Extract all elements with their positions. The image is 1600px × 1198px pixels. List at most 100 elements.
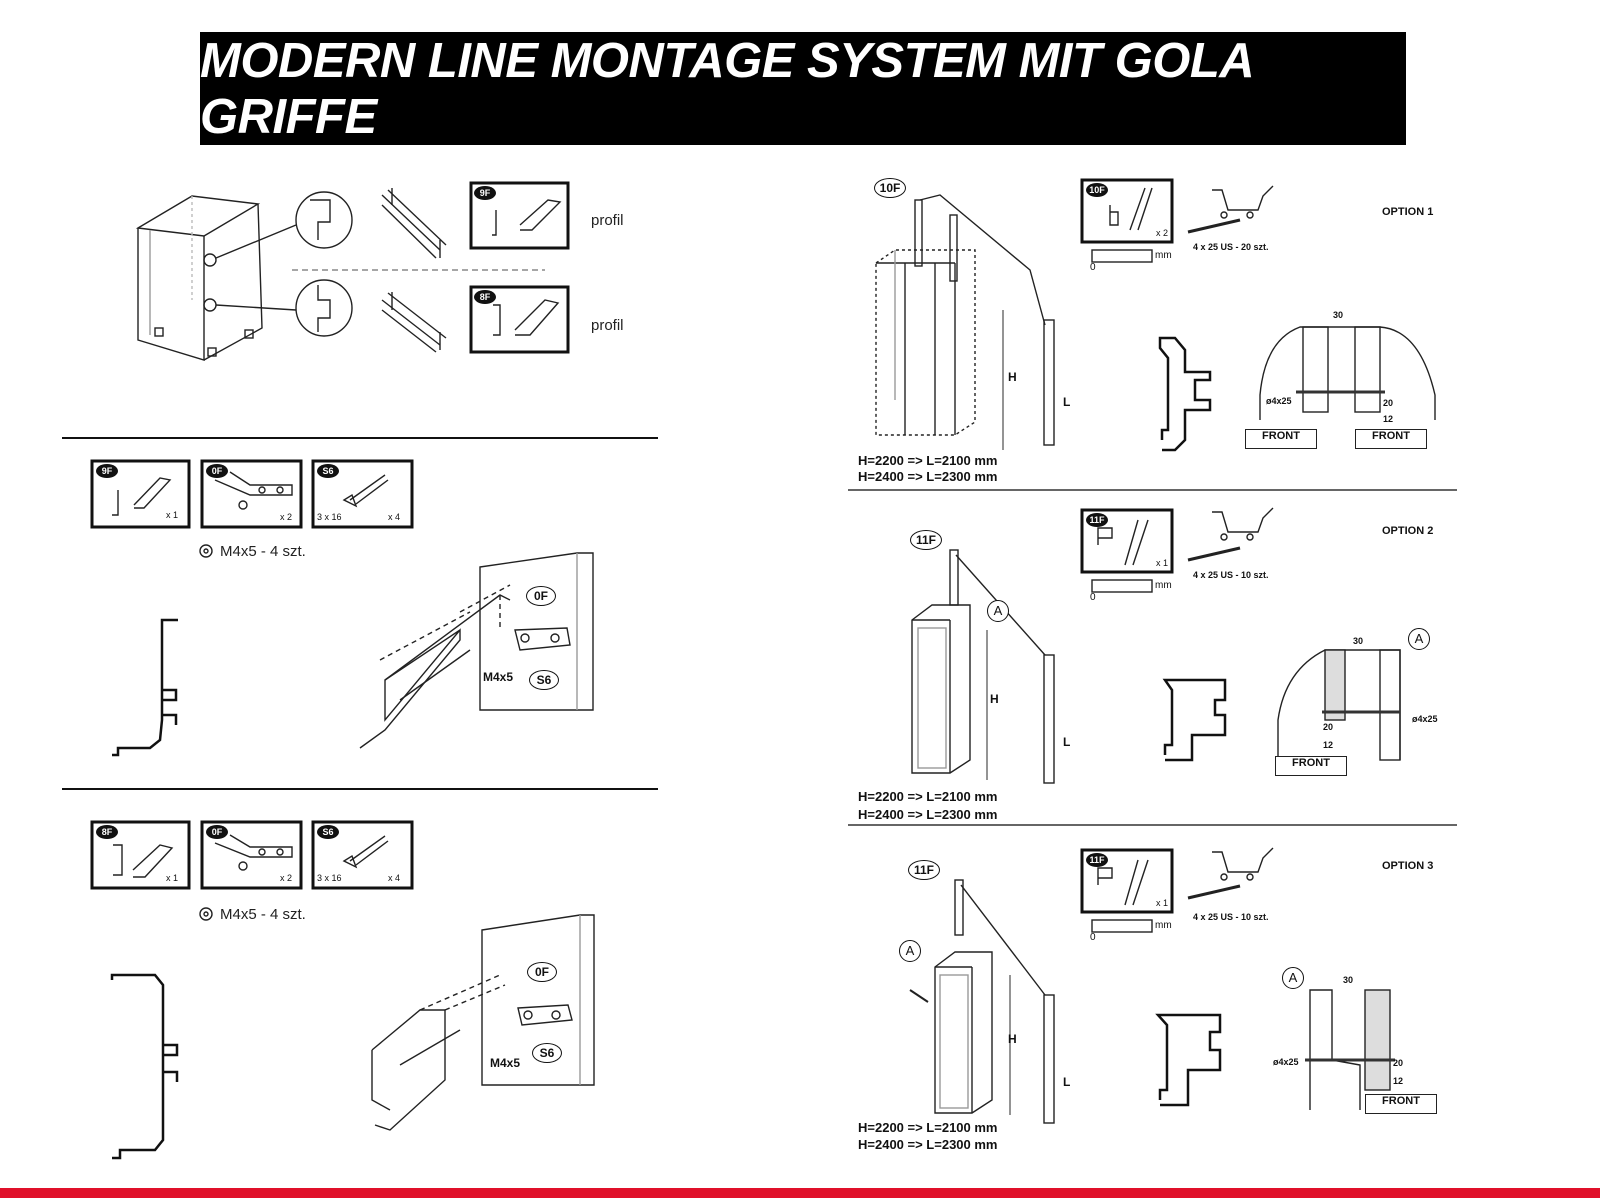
tall-cabinets-option1	[875, 194, 1055, 450]
screw-note-step1: M4x5 - 4 szt.	[220, 543, 306, 560]
profile-box-8f	[469, 285, 570, 354]
d12-option1: 12	[1383, 414, 1394, 424]
profile-box-9f	[469, 181, 570, 250]
qty-11f-option2: x 1	[1156, 558, 1169, 568]
badge-10f: 10F	[1086, 183, 1108, 197]
screws-option1: 4 x 25 US - 20 szt.	[1193, 242, 1269, 252]
cart-icon-option2	[1212, 507, 1274, 533]
profile-section-9f	[112, 618, 178, 757]
front-label-option1-a: FRONT	[1245, 429, 1317, 449]
width-option2: 30	[1353, 636, 1364, 646]
badge-11f-option3: 11F	[1086, 853, 1108, 867]
l-label-option2: L	[1063, 735, 1071, 749]
page-title: MODERN LINE MONTAGE SYSTEM MIT GOLA GRIF…	[200, 33, 1253, 144]
detail-circle-upper	[295, 191, 353, 249]
option-2-title: OPTION 2	[1382, 525, 1434, 537]
size-s6-step1: 3 x 16	[317, 512, 342, 522]
badge-s6-step1: S6	[317, 464, 339, 478]
formula-option3-2: H=2400 => L=2300 mm	[858, 1137, 998, 1152]
d12-option2: 12	[1323, 740, 1334, 750]
h-label-option2: H	[990, 692, 999, 706]
part-box-11f-option2	[1080, 508, 1174, 574]
qty-8f-step2: x 1	[166, 873, 179, 883]
assembly-illustration-step1	[359, 552, 594, 749]
profile-label-8f: profil	[591, 317, 624, 334]
assembly-illustration-step2	[371, 914, 595, 1131]
callout-m4-step2: M4x5	[490, 1056, 521, 1070]
badge-0f-step2: 0F	[206, 825, 228, 839]
callout-s6-step1: S6	[529, 670, 559, 690]
qty-10f: x 2	[1156, 228, 1169, 238]
tall-cabinet-option3	[909, 879, 1055, 1124]
detail-circle-lower	[295, 279, 353, 337]
cart-icon-option3	[1212, 847, 1274, 873]
part-box-10f	[1080, 178, 1174, 244]
profile-label-9f: profil	[591, 212, 624, 229]
front-label-option2: FRONT	[1275, 756, 1347, 776]
profile-illustration-upper	[381, 188, 447, 259]
callout-10f: 10F	[874, 178, 906, 198]
part-box-11f-option3	[1080, 848, 1174, 914]
badge-9f: 9F	[474, 186, 496, 200]
tall-cabinet-option2	[911, 549, 1055, 784]
badge-8f-step2: 8F	[96, 825, 118, 839]
badge-8f: 8F	[474, 290, 496, 304]
marker-a-option3-cabinet: A	[899, 940, 921, 962]
ruler-zero-option1: 0	[1090, 262, 1096, 273]
dia-option1: ø4x25	[1266, 396, 1292, 406]
screw-note-step2: M4x5 - 4 szt.	[220, 906, 306, 923]
option-1-title: OPTION 1	[1382, 206, 1434, 218]
ruler-zero-option3: 0	[1090, 932, 1096, 943]
option-3-title: OPTION 3	[1382, 860, 1434, 872]
ruler-unit-option3: mm	[1155, 920, 1172, 931]
marker-a-option2-cabinet: A	[987, 600, 1009, 622]
qty-9f-step1: x 1	[166, 510, 179, 520]
formula-option2-2: H=2400 => L=2300 mm	[858, 807, 998, 822]
d20-option2: 20	[1323, 722, 1334, 732]
cart-icon-option1	[1212, 185, 1274, 211]
qty-s6-step2: x 4	[388, 873, 401, 883]
callout-s6-step2: S6	[532, 1043, 562, 1063]
title-banner: MODERN LINE MONTAGE SYSTEM MIT GOLA GRIF…	[200, 32, 1406, 145]
d20-option1: 20	[1383, 398, 1394, 408]
screws-option3: 4 x 25 US - 10 szt.	[1193, 912, 1269, 922]
front-label-option3: FRONT	[1365, 1094, 1437, 1114]
qty-11f-option3: x 1	[1156, 898, 1169, 908]
screws-option2: 4 x 25 US - 10 szt.	[1193, 570, 1269, 580]
callout-0f-step2: 0F	[527, 962, 557, 982]
width-option3: 30	[1343, 975, 1354, 985]
profile-section-10f	[1158, 336, 1212, 452]
d20-option3: 20	[1393, 1058, 1404, 1068]
ruler-unit-option2: mm	[1155, 580, 1172, 591]
front-label-option1-b: FRONT	[1355, 429, 1427, 449]
size-s6-step2: 3 x 16	[317, 873, 342, 883]
callout-m4-step1: M4x5	[483, 670, 514, 684]
profile-illustration-lower	[381, 292, 447, 353]
marker-a-option3-detail: A	[1282, 967, 1304, 989]
dia-option2: ø4x25	[1412, 714, 1438, 724]
qty-0f-step1: x 2	[280, 512, 293, 522]
d12-option3: 12	[1393, 1076, 1404, 1086]
profile-section-8f	[110, 973, 165, 1160]
footer-accent-bar	[0, 1188, 1600, 1198]
ruler-zero-option2: 0	[1090, 592, 1096, 603]
badge-11f-option2: 11F	[1086, 513, 1108, 527]
l-label-option1: L	[1063, 395, 1071, 409]
callout-0f-step1: 0F	[526, 586, 556, 606]
callout-11f-option3: 11F	[908, 860, 940, 880]
profile-section-11f-option2	[1162, 678, 1227, 762]
callout-11f-option2: 11F	[910, 530, 942, 550]
formula-option2-1: H=2200 => L=2100 mm	[858, 789, 998, 804]
formula-option1-2: H=2400 => L=2300 mm	[858, 469, 998, 484]
formula-option3-1: H=2200 => L=2100 mm	[858, 1120, 998, 1135]
ruler-unit-option1: mm	[1155, 250, 1172, 261]
badge-s6-step2: S6	[317, 825, 339, 839]
base-cabinet-illustration	[135, 195, 297, 361]
h-label-option1: H	[1008, 370, 1017, 384]
ruler-option1	[1091, 249, 1153, 263]
badge-9f-step1: 9F	[96, 464, 118, 478]
qty-s6-step1: x 4	[388, 512, 401, 522]
badge-0f-step1: 0F	[206, 464, 228, 478]
dia-option3: ø4x25	[1273, 1057, 1299, 1067]
